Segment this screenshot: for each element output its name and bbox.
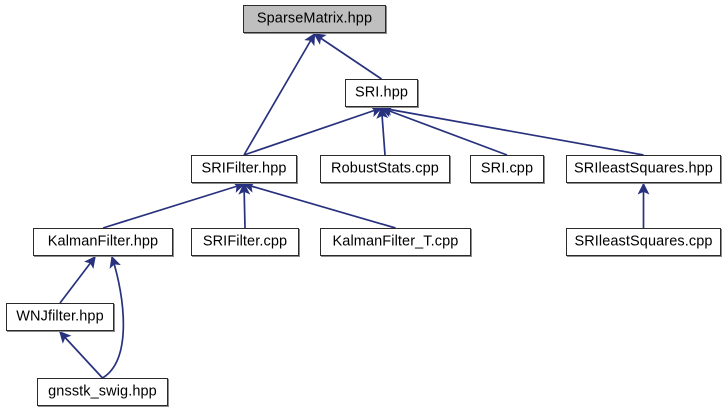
graph-edge-srifilter-cpp-to-srifilter-hpp xyxy=(238,182,251,229)
graph-node-kalmanfilter-hpp[interactable]: KalmanFilter.hpp xyxy=(33,228,173,256)
graph-node-wnjfilter-hpp[interactable]: WNJfilter.hpp xyxy=(6,303,114,331)
graph-node-sri-hpp[interactable]: SRI.hpp xyxy=(345,79,418,107)
graph-edge-kalmanfilter-t-cpp-to-srifilter-hpp xyxy=(242,181,396,229)
graph-node-srifilter-hpp[interactable]: SRIFilter.hpp xyxy=(191,155,297,183)
graph-node-robuststats-cpp[interactable]: RobustStats.cpp xyxy=(320,155,450,183)
graph-edge-srileastsquares-hpp-to-sri-hpp xyxy=(380,104,644,156)
graph-node-label: gnsstk_swig.hpp xyxy=(48,383,157,400)
graph-node-label: SRI.cpp xyxy=(480,160,534,177)
graph-node-label: SRIFilter.hpp xyxy=(201,160,287,177)
graph-node-srileastsquares-cpp[interactable]: SRIleastSquares.cpp xyxy=(566,228,721,256)
graph-node-label: SRIFilter.cpp xyxy=(202,233,288,250)
graph-edge-srifilter-hpp-to-sri-hpp xyxy=(243,105,383,156)
graph-node-label: KalmanFilter.hpp xyxy=(47,233,159,250)
graph-node-label: WNJfilter.hpp xyxy=(16,308,104,325)
graph-edge-sri-hpp-to-sparsematrix-hpp xyxy=(313,33,382,80)
graph-node-label: KalmanFilter_T.cpp xyxy=(332,233,459,250)
graph-node-gnsstk-swig-hpp[interactable]: gnsstk_swig.hpp xyxy=(37,378,168,406)
graph-edge-sri-cpp-to-sri-hpp xyxy=(380,106,508,156)
graph-node-srifilter-cpp[interactable]: SRIFilter.cpp xyxy=(191,228,299,256)
graph-edge-robuststats-cpp-to-sri-hpp xyxy=(376,106,389,156)
graph-node-label: RobustStats.cpp xyxy=(331,160,439,177)
graph-node-kalmanfilter-t-cpp[interactable]: KalmanFilter_T.cpp xyxy=(320,228,471,256)
graph-edge-wnjfilter-hpp-to-kalmanfilter-hpp xyxy=(59,255,96,304)
graph-edge-kalmanfilter-hpp-to-srifilter-hpp xyxy=(102,181,246,229)
graph-edge-gnsstk-swig-hpp-to-wnjfilter-hpp xyxy=(59,331,104,379)
graph-node-label: SparseMatrix.hpp xyxy=(256,10,373,27)
graph-node-srileastsquares-hpp[interactable]: SRIleastSquares.hpp xyxy=(566,155,721,183)
graph-edge-srifilter-hpp-to-sparsematrix-hpp xyxy=(243,32,316,156)
graph-node-label: SRIleastSquares.cpp xyxy=(574,233,713,250)
graph-node-label: SRI.hpp xyxy=(354,84,409,101)
graph-node-sparsematrix-hpp[interactable]: SparseMatrix.hpp xyxy=(243,5,386,33)
graph-node-label: SRIleastSquares.hpp xyxy=(574,160,713,177)
graph-node-sri-cpp[interactable]: SRI.cpp xyxy=(470,155,544,183)
